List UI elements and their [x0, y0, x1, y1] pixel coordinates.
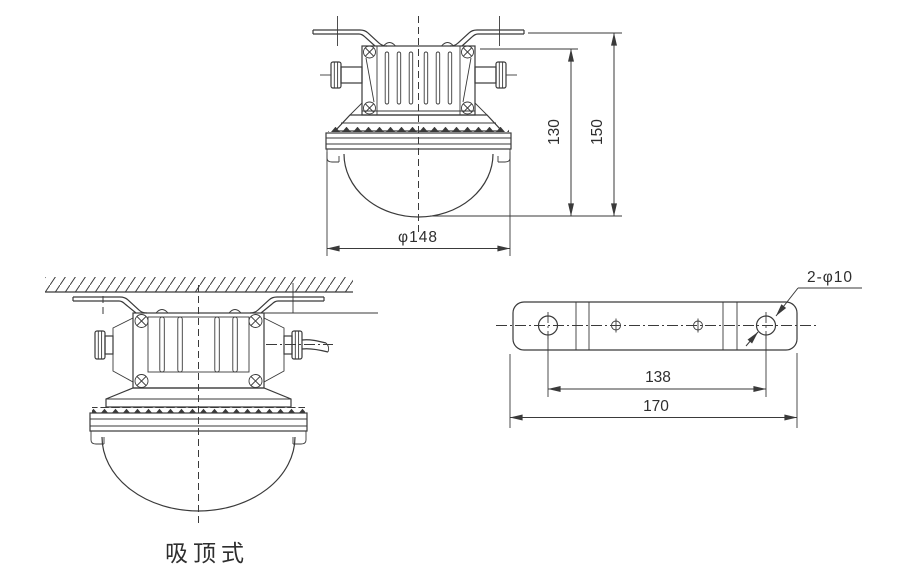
dim-170: 170 — [509, 353, 798, 428]
dim-130: 130 — [430, 48, 622, 217]
front-view: φ148 130 150 — [312, 16, 622, 256]
body-screws — [363, 45, 474, 115]
dim-phi148: φ148 — [326, 152, 511, 256]
holes-callout-label: 2-φ10 — [807, 269, 853, 286]
cable-entry-plug-left — [320, 61, 363, 89]
ceiling-mounted-view: 吸顶式 — [45, 277, 378, 566]
dim-150: 150 — [528, 32, 622, 217]
dim-138: 138 — [547, 336, 767, 397]
cable-entry-plug-right — [474, 61, 517, 89]
cable-entry-plug-left — [94, 330, 114, 360]
mounting-plate-view: 2-φ10 138 170 — [496, 269, 862, 428]
callout-2-phi10: 2-φ10 — [745, 269, 862, 347]
cable — [266, 339, 333, 353]
dim-body-height-label: 130 — [546, 119, 563, 145]
dim-hole-spacing-label: 138 — [645, 369, 671, 386]
screw-hole-small-left — [611, 318, 621, 333]
mounting-hole-left — [537, 312, 559, 339]
mounting-hole-right — [755, 312, 777, 339]
plate-outline — [512, 301, 798, 351]
dim-total-height-label: 150 — [589, 119, 606, 145]
screw-hole-small-right — [693, 318, 703, 333]
dim-overall-length-label: 170 — [643, 398, 669, 415]
dim-dome-diameter-label: φ148 — [398, 229, 438, 246]
caption-ceiling-mounted: 吸顶式 — [165, 540, 249, 566]
cable-entry-plug-right — [283, 330, 303, 360]
